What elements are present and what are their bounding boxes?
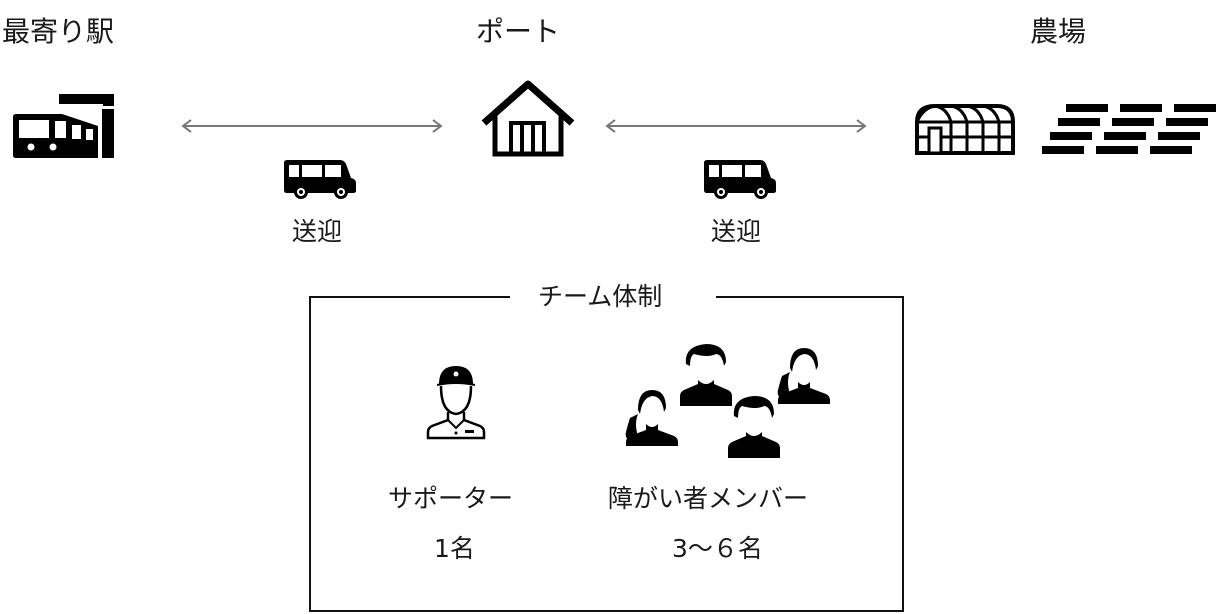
port-label: ポート (476, 15, 561, 48)
van-icon (283, 158, 359, 200)
transfer-label-2: 送迎 (711, 217, 762, 246)
role-count-supporter: 1名 (434, 534, 475, 563)
house-icon (478, 80, 578, 160)
double-arrow-port-farm (604, 118, 868, 134)
members-group-icon (616, 340, 836, 460)
farm-label: 農場 (1030, 15, 1087, 48)
van-icon (703, 158, 779, 200)
supporter-icon (424, 362, 488, 442)
field-rows-icon (1040, 102, 1216, 154)
team-title-background (510, 280, 716, 316)
team-title: チーム体制 (538, 282, 663, 311)
station-label: 最寄り駅 (2, 15, 115, 48)
role-count-members: 3～６名 (672, 534, 763, 563)
double-arrow-station-port (180, 118, 444, 134)
role-label-members: 障がい者メンバー (608, 484, 809, 513)
train-station-icon (10, 90, 118, 160)
greenhouse-icon (913, 100, 1017, 156)
role-label-supporter: サポーター (388, 484, 514, 513)
transfer-label-1: 送迎 (292, 217, 343, 246)
